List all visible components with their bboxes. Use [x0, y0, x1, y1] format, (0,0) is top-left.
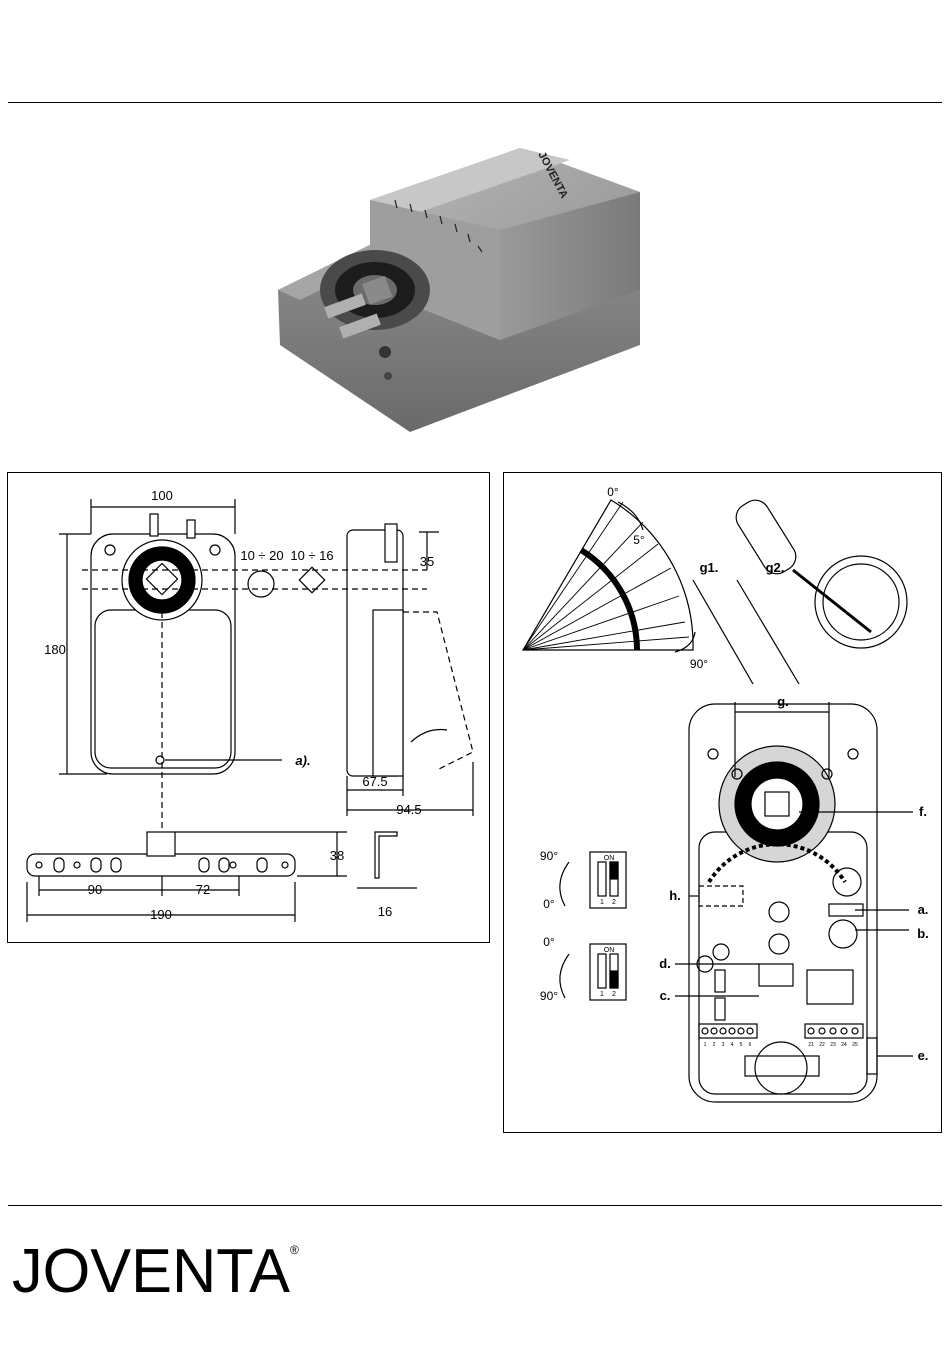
dim-depth-67-5: 67.5 [362, 774, 387, 789]
dip-bottom-on: ON [604, 947, 615, 954]
settings-drawing: 0° 5° 90° g1. g2. g. f. h. d. c. a. b. e… [503, 472, 942, 1133]
terminal-label: 3 [722, 1042, 725, 1048]
dip-bottom-n2: 2 [612, 991, 616, 998]
angle-5-label: 5° [633, 533, 645, 547]
dip-top-n1: 1 [600, 899, 604, 906]
dip-bottom-n1: 1 [600, 991, 604, 998]
label-f: f. [919, 804, 927, 819]
dip-bottom-upper: 0° [543, 935, 555, 949]
dim-side-35: 35 [420, 554, 434, 569]
terminal-label: 25 [852, 1042, 858, 1048]
dim-shaft-round: 10 ÷ 20 [240, 548, 283, 563]
label-b: b. [917, 926, 929, 941]
dip-bottom-lower: 90° [540, 989, 558, 1003]
terminal-label: 22 [819, 1042, 825, 1048]
dim-bracket-16: 16 [378, 904, 392, 919]
dim-label-a: a). [295, 753, 310, 768]
angle-0-label: 0° [607, 485, 619, 499]
dip-top-lower: 0° [543, 897, 555, 911]
terminal-label: 1 [704, 1042, 707, 1048]
terminal-label: 23 [830, 1042, 836, 1048]
terminal-label: 6 [749, 1042, 752, 1048]
dim-depth-94-5: 94.5 [396, 802, 421, 817]
dim-shaft-square: 10 ÷ 16 [290, 548, 333, 563]
terminal-label: 24 [841, 1042, 847, 1048]
label-d: d. [659, 956, 671, 971]
dim-width-100: 100 [151, 488, 173, 503]
logo-registered-mark: ® [290, 1243, 299, 1257]
dim-height-180: 180 [44, 642, 66, 657]
angle-90-label: 90° [690, 657, 708, 671]
terminal-label: 2 [713, 1042, 716, 1048]
label-a: a. [918, 902, 929, 917]
bottom-rule [8, 1205, 942, 1206]
dip-top-on: ON [604, 855, 615, 862]
logo-wordmark: JOVENTA [12, 1237, 291, 1304]
dim-bracket-72: 72 [196, 882, 210, 897]
terminal-label: 4 [731, 1042, 734, 1048]
top-rule [8, 102, 942, 103]
terminal-label: 21 [808, 1042, 814, 1048]
label-e: e. [918, 1048, 929, 1063]
label-g: g. [777, 694, 789, 709]
dim-bracket-90: 90 [88, 882, 102, 897]
dimensions-drawing: 100 180 10 ÷ 20 10 ÷ 16 35 67.5 94.5 a).… [7, 472, 490, 943]
actuator-photo: JOVENTA [270, 140, 650, 435]
dim-bracket-38: 38 [330, 848, 344, 863]
terminal-label: 5 [740, 1042, 743, 1048]
label-c: c. [660, 988, 671, 1003]
label-g2: g2. [766, 560, 785, 575]
dim-bracket-190: 190 [150, 907, 172, 922]
label-g1: g1. [700, 560, 719, 575]
dip-top-n2: 2 [612, 899, 616, 906]
joventa-logo: JOVENTA ® [10, 1232, 310, 1304]
label-h: h. [669, 888, 681, 903]
dip-top-upper: 90° [540, 849, 558, 863]
